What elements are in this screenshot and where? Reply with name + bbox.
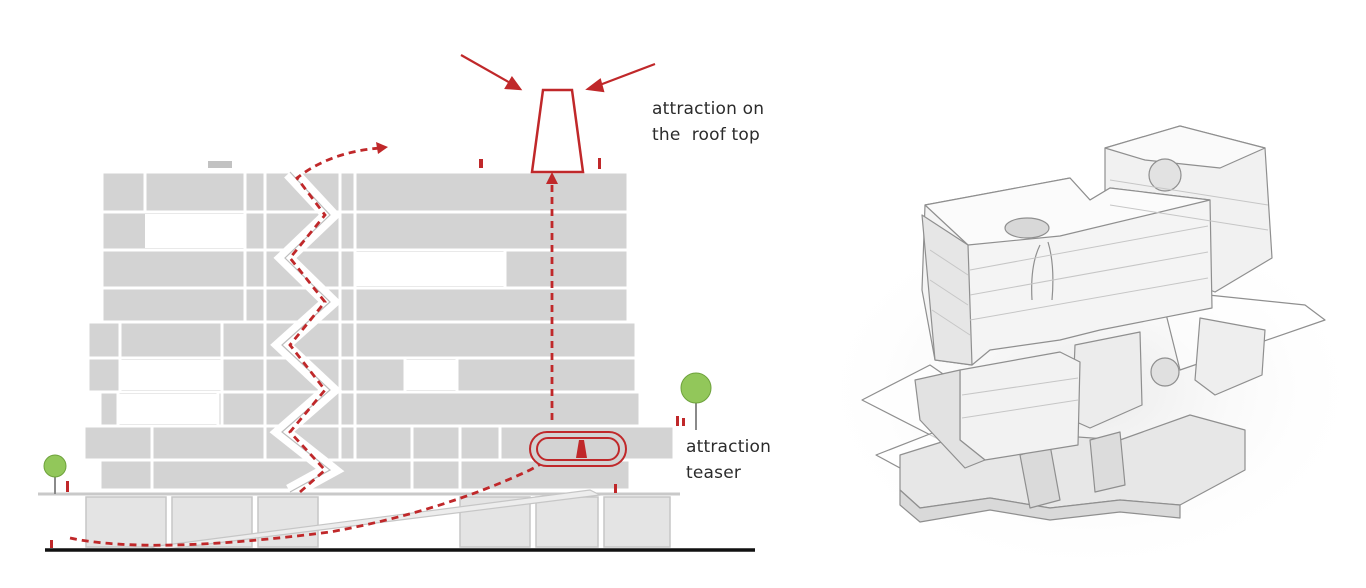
teaser-label-line-2: teaser xyxy=(686,463,742,483)
teaser-attraction-label: attraction teaser xyxy=(686,434,771,486)
roof-attraction-label: attraction on the roof top xyxy=(652,96,764,148)
arrow-heads xyxy=(376,142,558,184)
tree-right xyxy=(680,372,712,430)
facade-joints xyxy=(116,172,507,490)
circulation-path xyxy=(69,146,569,547)
attention-arrows xyxy=(460,54,656,93)
building-elevation xyxy=(38,54,755,552)
roof-label-line-2: the roof top xyxy=(652,125,760,145)
tree-left xyxy=(43,454,67,494)
attraction-teaser-capsule xyxy=(529,431,627,467)
roof-attraction-icon xyxy=(530,88,585,174)
roof-label-line-1: attraction on xyxy=(652,99,765,119)
facade-openings xyxy=(118,214,505,424)
axonometric-model xyxy=(810,125,1366,580)
ground-floor xyxy=(38,489,755,552)
teaser-label-line-1: attraction xyxy=(686,437,772,457)
roof-vents xyxy=(208,161,232,168)
people-figures xyxy=(50,158,685,548)
